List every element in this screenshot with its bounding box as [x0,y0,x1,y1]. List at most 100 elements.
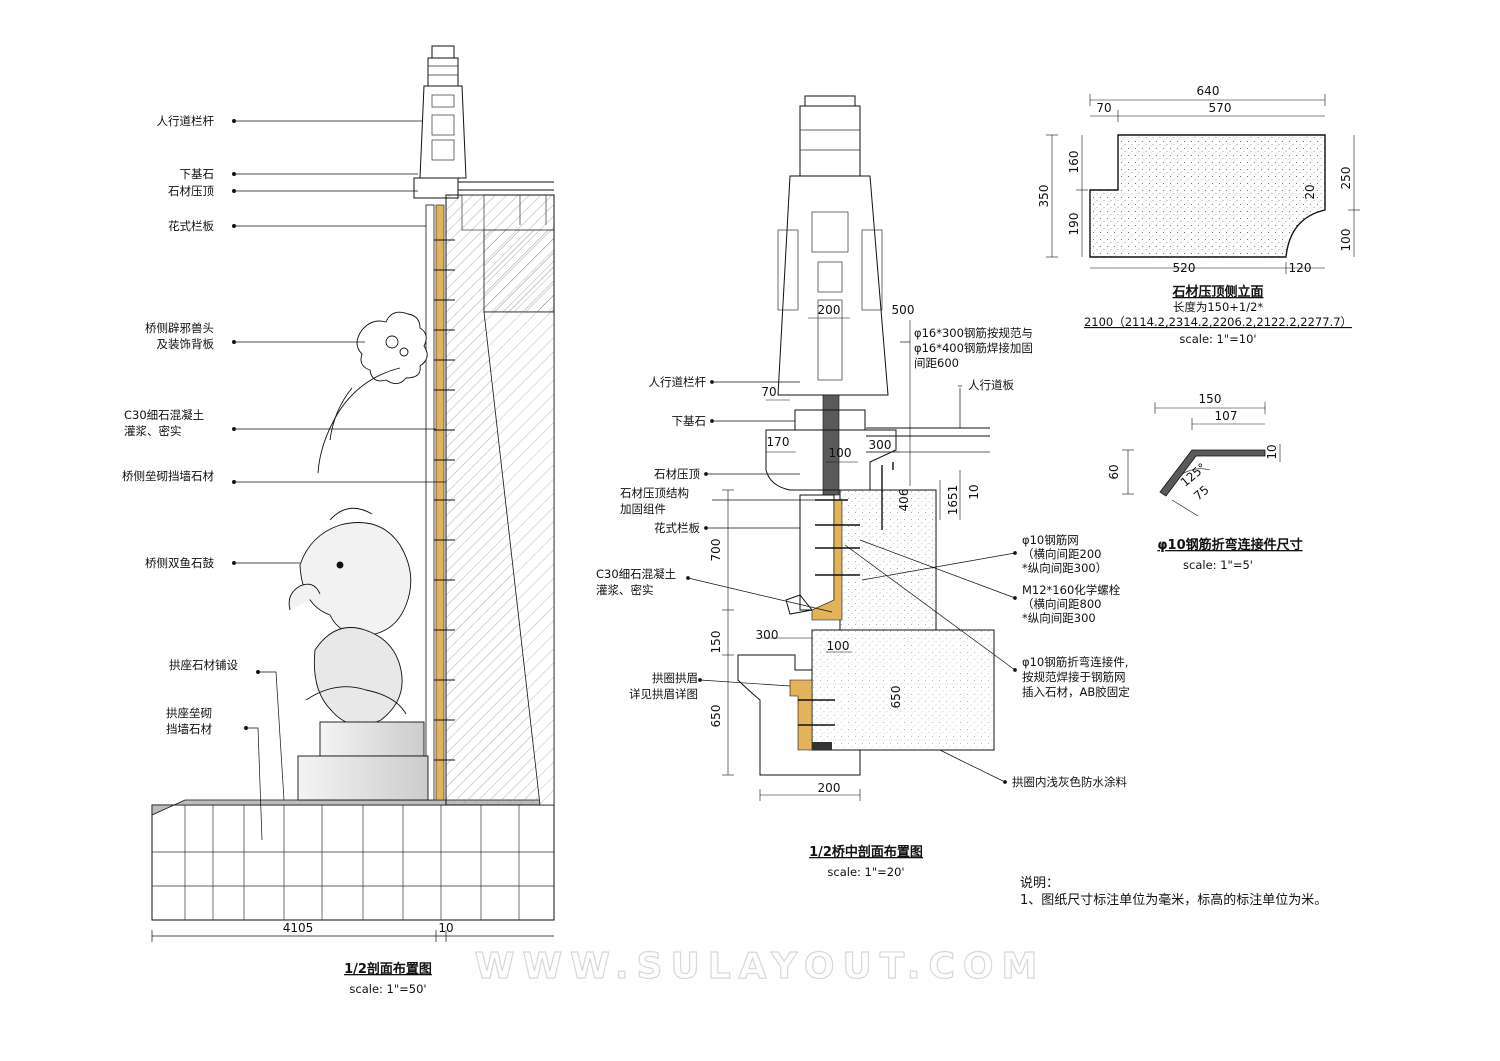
middle-section-drawing [686,95,1017,801]
left-section-drawing [151,45,555,942]
coping-dim-250: 250 [1339,167,1353,190]
mid-dim-100-b: 100 [827,639,850,653]
left-label-baluster: 花式栏板 [168,219,214,233]
left-scale: scale: 1"=50' [349,982,426,996]
coping-dim-70: 70 [1096,101,1111,115]
mid-label-mesh-2: （横向间距200 [1022,547,1101,561]
left-dim-10: 10 [438,921,453,935]
left-label-abutment-wall-1: 拱座垒砌 [166,706,212,720]
coping-dim-20: 20 [1303,184,1317,199]
mid-label-mesh-3: *纵向间距300） [1022,561,1107,575]
mid-label-concrete-2: 灌浆、密实 [596,583,654,597]
railing-post-middle [777,95,889,496]
mid-dim-650-b: 650 [709,705,723,728]
mid-label-rebar16-1: φ16*300钢筋按规范与 [914,326,1033,340]
mid-title: 1/2桥中剖面布置图 [809,844,923,860]
mid-label-sidewalk: 人行道板 [968,378,1014,392]
left-dim-line [151,930,554,942]
bend-connector-drawing [1122,402,1281,517]
mid-dim-700: 700 [709,539,723,562]
bend-scale: scale: 1"=5' [1183,558,1253,572]
left-dim-4105: 4105 [283,921,314,935]
mid-dim-650-a: 650 [889,686,903,709]
middle-dims [722,317,961,801]
mid-dim-10: 10 [967,484,981,499]
left-label-coping: 石材压顶 [168,184,214,198]
left-label-lion-2: 及装饰背板 [157,337,215,351]
mid-label-bolt-2: （横向间距800 [1022,597,1101,611]
mid-label-arch-2: 详见拱眉详图 [629,687,698,701]
notes-line-1: 1、图纸尺寸标注单位为毫米，标高的标注单位为米。 [1020,892,1327,908]
mid-dim-100-a: 100 [829,446,852,460]
mid-label-bend-3: 插入石材，AB胶固定 [1022,685,1130,699]
middle-leaders [686,341,1017,784]
coping-dim-120: 120 [1289,261,1312,275]
left-label-railing: 人行道栏杆 [157,114,215,128]
twin-fish-drum [288,507,429,801]
middle-concrete-upper [785,489,937,631]
mid-dim-70: 70 [761,385,776,399]
mid-label-concrete-1: C30细石混凝土 [596,567,676,581]
mid-label-coping: 石材压顶 [654,467,700,481]
coping-subtitle: 长度为150+1/2* [1173,300,1264,314]
mid-dim-300-b: 300 [756,628,779,642]
coping-dim-190: 190 [1067,213,1081,236]
abutment-base [151,799,555,921]
mid-label-mesh-1: φ10钢筋网 [1022,533,1079,547]
mid-dim-150: 150 [709,631,723,654]
coping-lengths: 2100（2114.2,2314.2,2206.2,2122.2,2277.7） [1084,315,1352,329]
mid-label-waterproof: 拱圈内浅灰色防水涂料 [1012,775,1127,789]
mid-label-rebar16-3: 间距600 [914,356,959,370]
coping-block [765,409,990,491]
mid-dim-170: 170 [767,435,790,449]
notes-heading: 说明： [1020,876,1059,891]
left-leaders [232,119,446,841]
left-label-fish-drum: 桥侧双鱼石鼓 [145,556,214,570]
mid-label-baluster: 花式栏板 [654,521,700,535]
left-label-concrete-2: 灌浆、密实 [124,424,182,438]
mid-scale: scale: 1"=20' [827,865,904,879]
coping-dim-570: 570 [1209,101,1232,115]
middle-rebar [798,462,894,726]
coping-elevation-drawing [1046,94,1360,274]
bend-dim-10: 10 [1265,444,1279,459]
coping-scale: scale: 1"=10' [1179,332,1256,346]
bend-dim-75: 75 [1191,483,1212,504]
mid-label-bolt-3: *纵向间距300 [1022,611,1096,625]
bend-dim-107: 107 [1215,409,1238,423]
bend-dim-150: 150 [1199,392,1222,406]
mid-dim-300-a: 300 [869,438,892,452]
mid-label-coping-struct-1: 石材压顶结构 [620,486,689,500]
mid-label-bolt-1: M12*160化学螺栓 [1022,583,1121,597]
left-label-concrete-1: C30细石混凝土 [124,408,204,422]
left-label-abutment-wall-2: 挡墙石材 [166,722,212,736]
left-label-lower-base: 下基石 [180,167,215,181]
mid-label-bend-1: φ10钢筋折弯连接件, [1022,655,1128,669]
watermark: WWW.SULAYOUT.COM [475,946,1046,987]
coping-dim-520: 520 [1173,261,1196,275]
lion-head-ornament [317,311,428,474]
mid-dim-406: 406 [897,489,911,512]
mid-label-railing: 人行道栏杆 [649,375,707,389]
mid-dim-200-bottom: 200 [818,781,841,795]
mortar-grout [435,204,445,801]
coping-dim-640: 640 [1197,84,1220,98]
mid-label-bend-2: 按规范焊接于钢筋网 [1022,670,1126,684]
coping-title: 石材压顶侧立面 [1171,284,1263,300]
bend-title: φ10钢筋折弯连接件尺寸 [1157,537,1302,553]
coping-dim-100: 100 [1339,229,1353,252]
coping-dim-160: 160 [1067,151,1081,174]
mid-label-coping-struct-2: 加固组件 [620,502,666,516]
left-label-wall-stone: 桥侧垒砌挡墙石材 [122,469,214,483]
mid-label-rebar16-2: φ16*400钢筋焊接加固 [914,341,1033,355]
railing-post-left [413,45,554,231]
mid-dim-1651: 1651 [946,485,960,516]
mid-dim-200-top: 200 [818,303,841,317]
middle-concrete-lower [737,629,995,776]
mid-label-lower-base: 下基石 [672,414,707,428]
coping-dim-350: 350 [1037,185,1051,208]
left-label-lion-1: 桥侧辟邪兽头 [145,321,214,335]
left-title: 1/2剖面布置图 [344,961,432,977]
left-label-abutment-paving: 拱座石材铺设 [169,658,238,672]
